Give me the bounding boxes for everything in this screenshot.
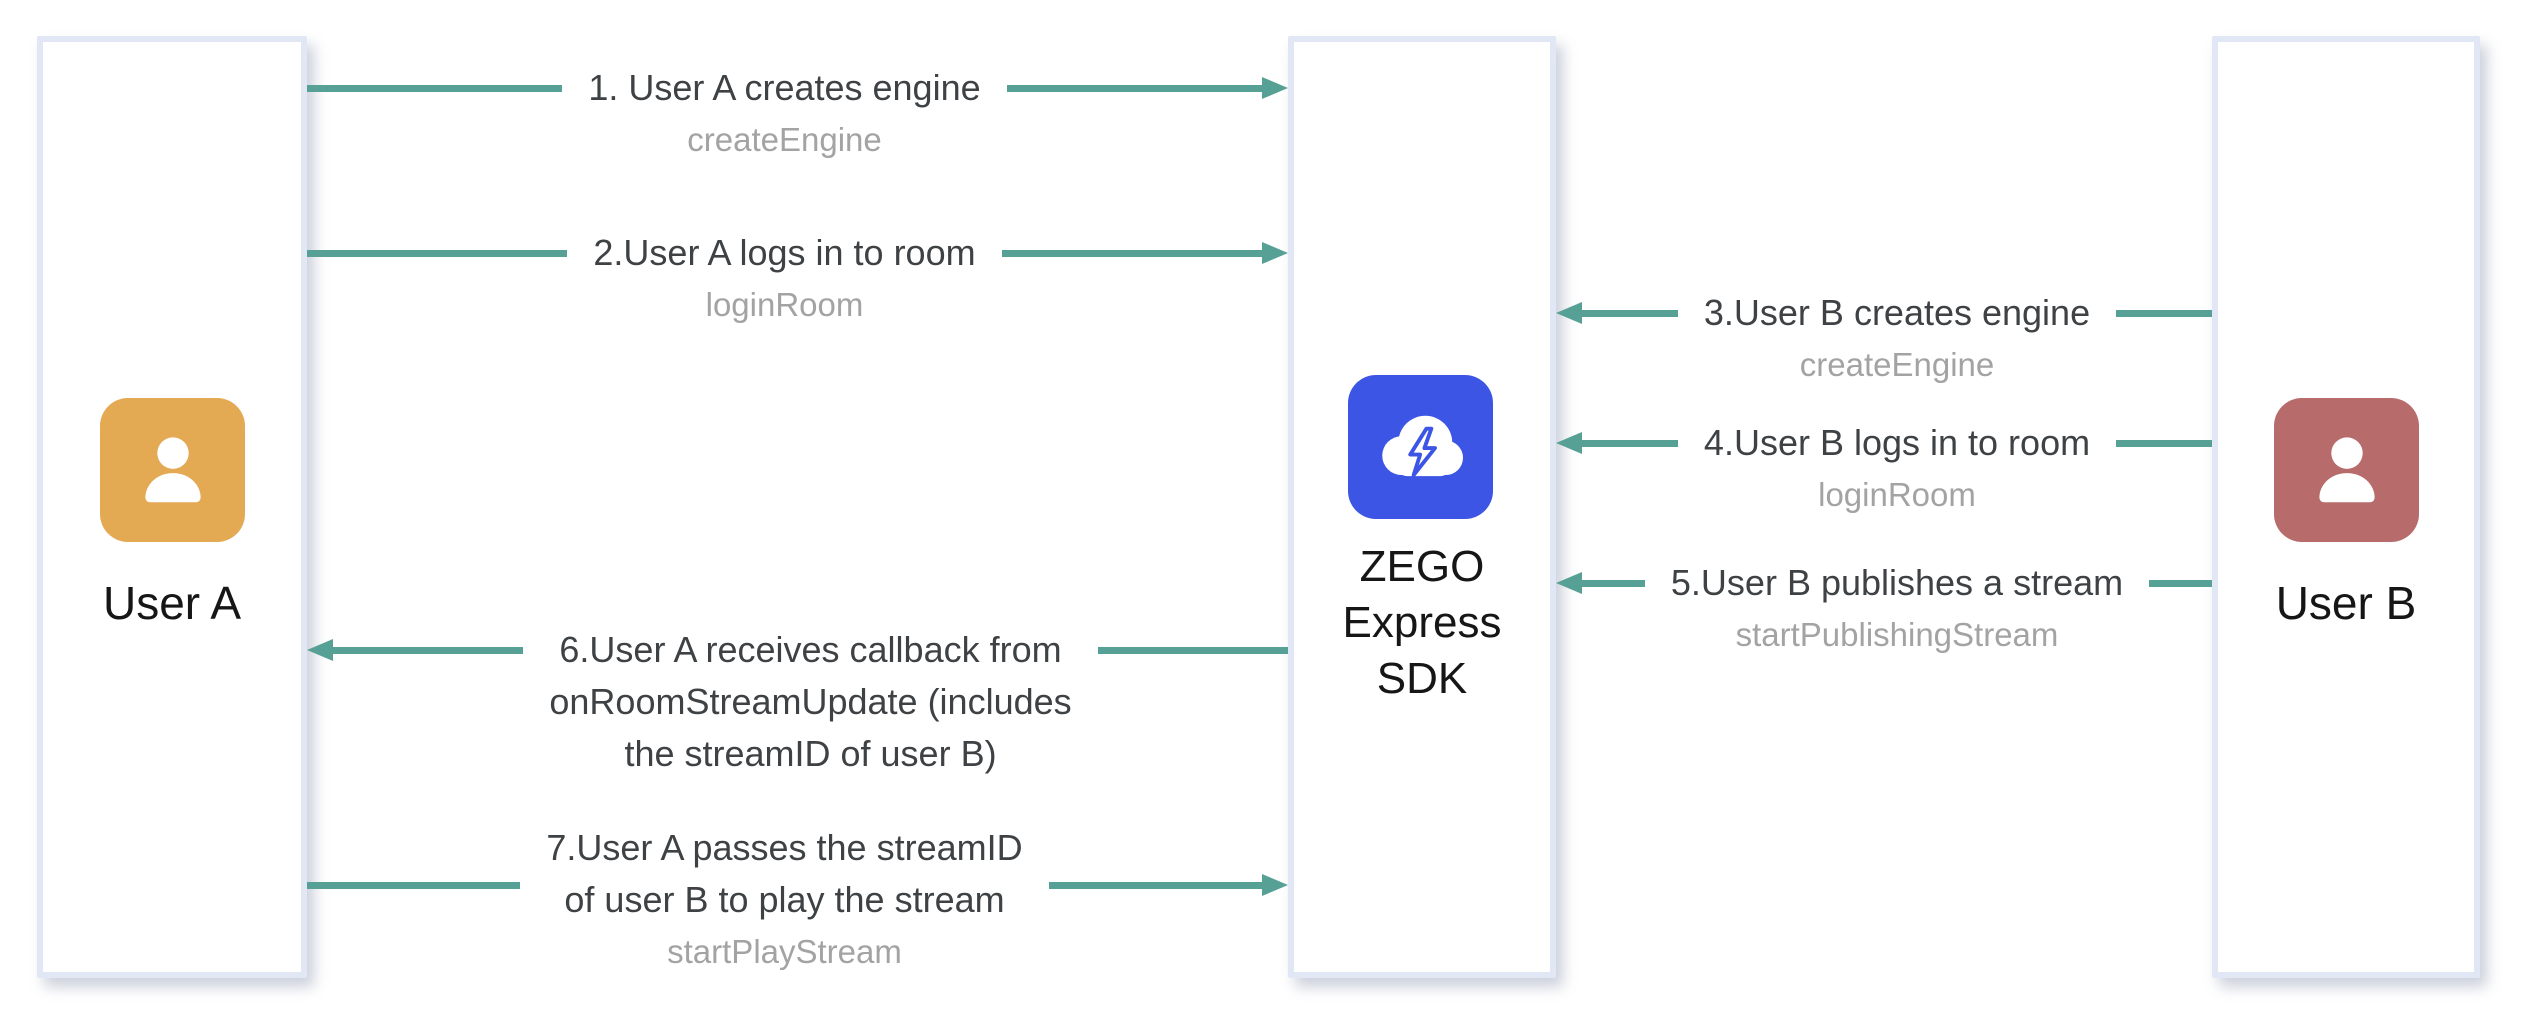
- message-7-api: startPlayStream: [667, 933, 902, 970]
- message-3-text: 3.User B creates engine: [1703, 292, 2091, 333]
- arrowhead-left-icon: [1556, 432, 1582, 454]
- message-5-text: 5.User B publishes a stream: [1670, 562, 2124, 603]
- arrow-line: [1048, 881, 1262, 889]
- arrowhead-right-icon: [1262, 242, 1288, 264]
- arrow-line: [2116, 439, 2212, 447]
- sdk-label: ZEGO Express SDK: [1342, 542, 1502, 703]
- arrow-line: [307, 249, 568, 257]
- person-icon: [2318, 437, 2375, 503]
- user-a-label: User A: [102, 577, 242, 629]
- message-4-api: loginRoom: [1818, 476, 1976, 513]
- message-1-text: 1. User A creates engine: [588, 67, 981, 108]
- message-6-arrow: 6.User A receives callback from onRoomSt…: [307, 629, 1289, 774]
- user-b-label: User B: [2275, 577, 2417, 629]
- message-3-api: createEngine: [1799, 346, 1995, 383]
- arrow-line: [2116, 309, 2212, 317]
- message-4-text: 4.User B logs in to room: [1703, 422, 2091, 463]
- arrowhead-right-icon: [1262, 874, 1288, 896]
- user-a-avatar: [100, 398, 245, 542]
- cloud-lightning-icon: [1381, 415, 1463, 477]
- user-b-avatar: [2274, 398, 2419, 542]
- message-1-api: createEngine: [687, 121, 882, 158]
- arrow-line: [1001, 249, 1262, 257]
- arrowhead-left-icon: [1556, 572, 1582, 594]
- message-5-arrow: 5.User B publishes a stream startPublish…: [1556, 562, 2213, 653]
- message-1-arrow: 1. User A creates engine createEngine: [307, 67, 1288, 158]
- message-2-arrow: 2.User A logs in to room loginRoom: [307, 232, 1288, 323]
- message-2-api: loginRoom: [705, 286, 864, 323]
- message-7-arrow: 7.User A passes the streamID of user B t…: [307, 827, 1288, 970]
- arrowhead-right-icon: [1262, 77, 1288, 99]
- message-4-arrow: 4.User B logs in to room loginRoom: [1556, 422, 2212, 513]
- arrow-line: [1006, 84, 1262, 92]
- arrow-line: [307, 881, 521, 889]
- message-2-text: 2.User A logs in to room: [593, 232, 976, 273]
- arrow-line: [1582, 579, 1645, 587]
- arrowhead-left-icon: [1556, 302, 1582, 324]
- sdk-badge: [1348, 375, 1493, 519]
- arrow-line: [333, 646, 524, 654]
- message-3-arrow: 3.User B creates engine createEngine: [1556, 292, 2212, 383]
- arrow-line: [1582, 309, 1678, 317]
- message-6-text: 6.User A receives callback from onRoomSt…: [549, 629, 1072, 774]
- arrow-line: [1097, 646, 1289, 654]
- message-7-text: 7.User A passes the streamID of user B t…: [546, 827, 1023, 920]
- message-5-api: startPublishingStream: [1735, 616, 2059, 653]
- person-icon: [144, 437, 201, 503]
- arrow-line: [307, 84, 563, 92]
- arrow-line: [1582, 439, 1678, 447]
- arrow-line: [2149, 579, 2213, 587]
- arrowhead-left-icon: [307, 639, 333, 661]
